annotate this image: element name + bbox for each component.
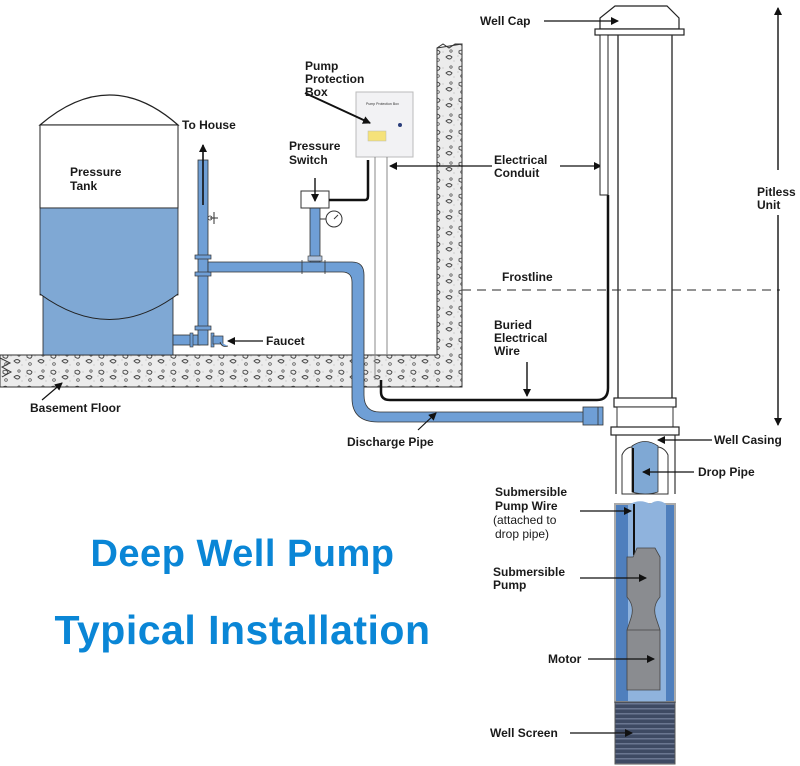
discharge-pipe-arrow <box>417 412 437 431</box>
label-motor: Motor <box>548 652 582 666</box>
lock-icon <box>398 123 402 127</box>
pressure-gauge-icon <box>320 210 343 228</box>
label-pump-wire-1: Submersible <box>495 485 567 499</box>
label-pitless-2: Unit <box>757 198 780 212</box>
label-pump-wire-4: drop pipe) <box>495 527 549 541</box>
label-protection-box-1: Pump <box>305 59 338 73</box>
basement-wall <box>0 43 463 388</box>
label-submersible-pump-1: Submersible <box>493 565 565 579</box>
label-well-cap: Well Cap <box>480 14 530 28</box>
basement-floor-arrow <box>41 382 63 401</box>
label-discharge-pipe: Discharge Pipe <box>347 435 434 449</box>
faucet-icon <box>212 335 229 347</box>
valve-icon <box>207 212 218 224</box>
protection-box-arrow <box>304 92 371 124</box>
label-drop-pipe: Drop Pipe <box>698 465 755 479</box>
title-line-2: Typical Installation <box>54 607 431 653</box>
label-basement-floor: Basement Floor <box>30 401 121 415</box>
label-pressure-tank-2: Tank <box>70 179 97 193</box>
well-lower <box>614 501 676 765</box>
label-pump-wire-2: Pump Wire <box>495 499 558 513</box>
submersible-pump <box>626 547 661 691</box>
pitless-unit-casing <box>599 34 680 436</box>
warning-sticker-icon <box>367 130 387 142</box>
label-buried-wire-1: Buried <box>494 318 532 332</box>
label-to-house: To House <box>182 118 236 132</box>
well-casing-upper <box>615 435 676 495</box>
title-line-1: Deep Well Pump <box>90 533 395 575</box>
label-submersible-pump-2: Pump <box>493 578 526 592</box>
house-supply-pipe <box>172 144 215 348</box>
label-well-screen: Well Screen <box>490 726 558 740</box>
label-pressure-tank-1: Pressure <box>70 165 122 179</box>
label-buried-wire-2: Electrical <box>494 331 547 345</box>
switch-wire <box>329 160 370 202</box>
label-buried-wire-3: Wire <box>494 344 520 358</box>
buried-electrical-wire <box>379 195 610 402</box>
label-conduit-1: Electrical <box>494 153 547 167</box>
label-pitless-1: Pitless <box>757 185 796 199</box>
label-frostline: Frostline <box>502 270 553 284</box>
label-protection-box-3: Box <box>305 85 328 99</box>
well-cap <box>594 5 685 36</box>
label-protection-box-2: Protection <box>305 72 364 86</box>
label-pressure-switch-1: Pressure <box>289 139 341 153</box>
main-supply-pipe <box>207 199 604 426</box>
box-label: Pump Protection Box <box>366 102 399 106</box>
label-faucet: Faucet <box>266 334 305 348</box>
label-pump-wire-3: (attached to <box>493 513 557 527</box>
pressure-tank <box>38 94 180 356</box>
label-pressure-switch-2: Switch <box>289 153 328 167</box>
drop-pipe-upper <box>631 441 659 495</box>
pump-protection-box: Pump Protection Box <box>355 91 414 158</box>
label-conduit-2: Conduit <box>494 166 539 180</box>
label-well-casing: Well Casing <box>714 433 782 447</box>
